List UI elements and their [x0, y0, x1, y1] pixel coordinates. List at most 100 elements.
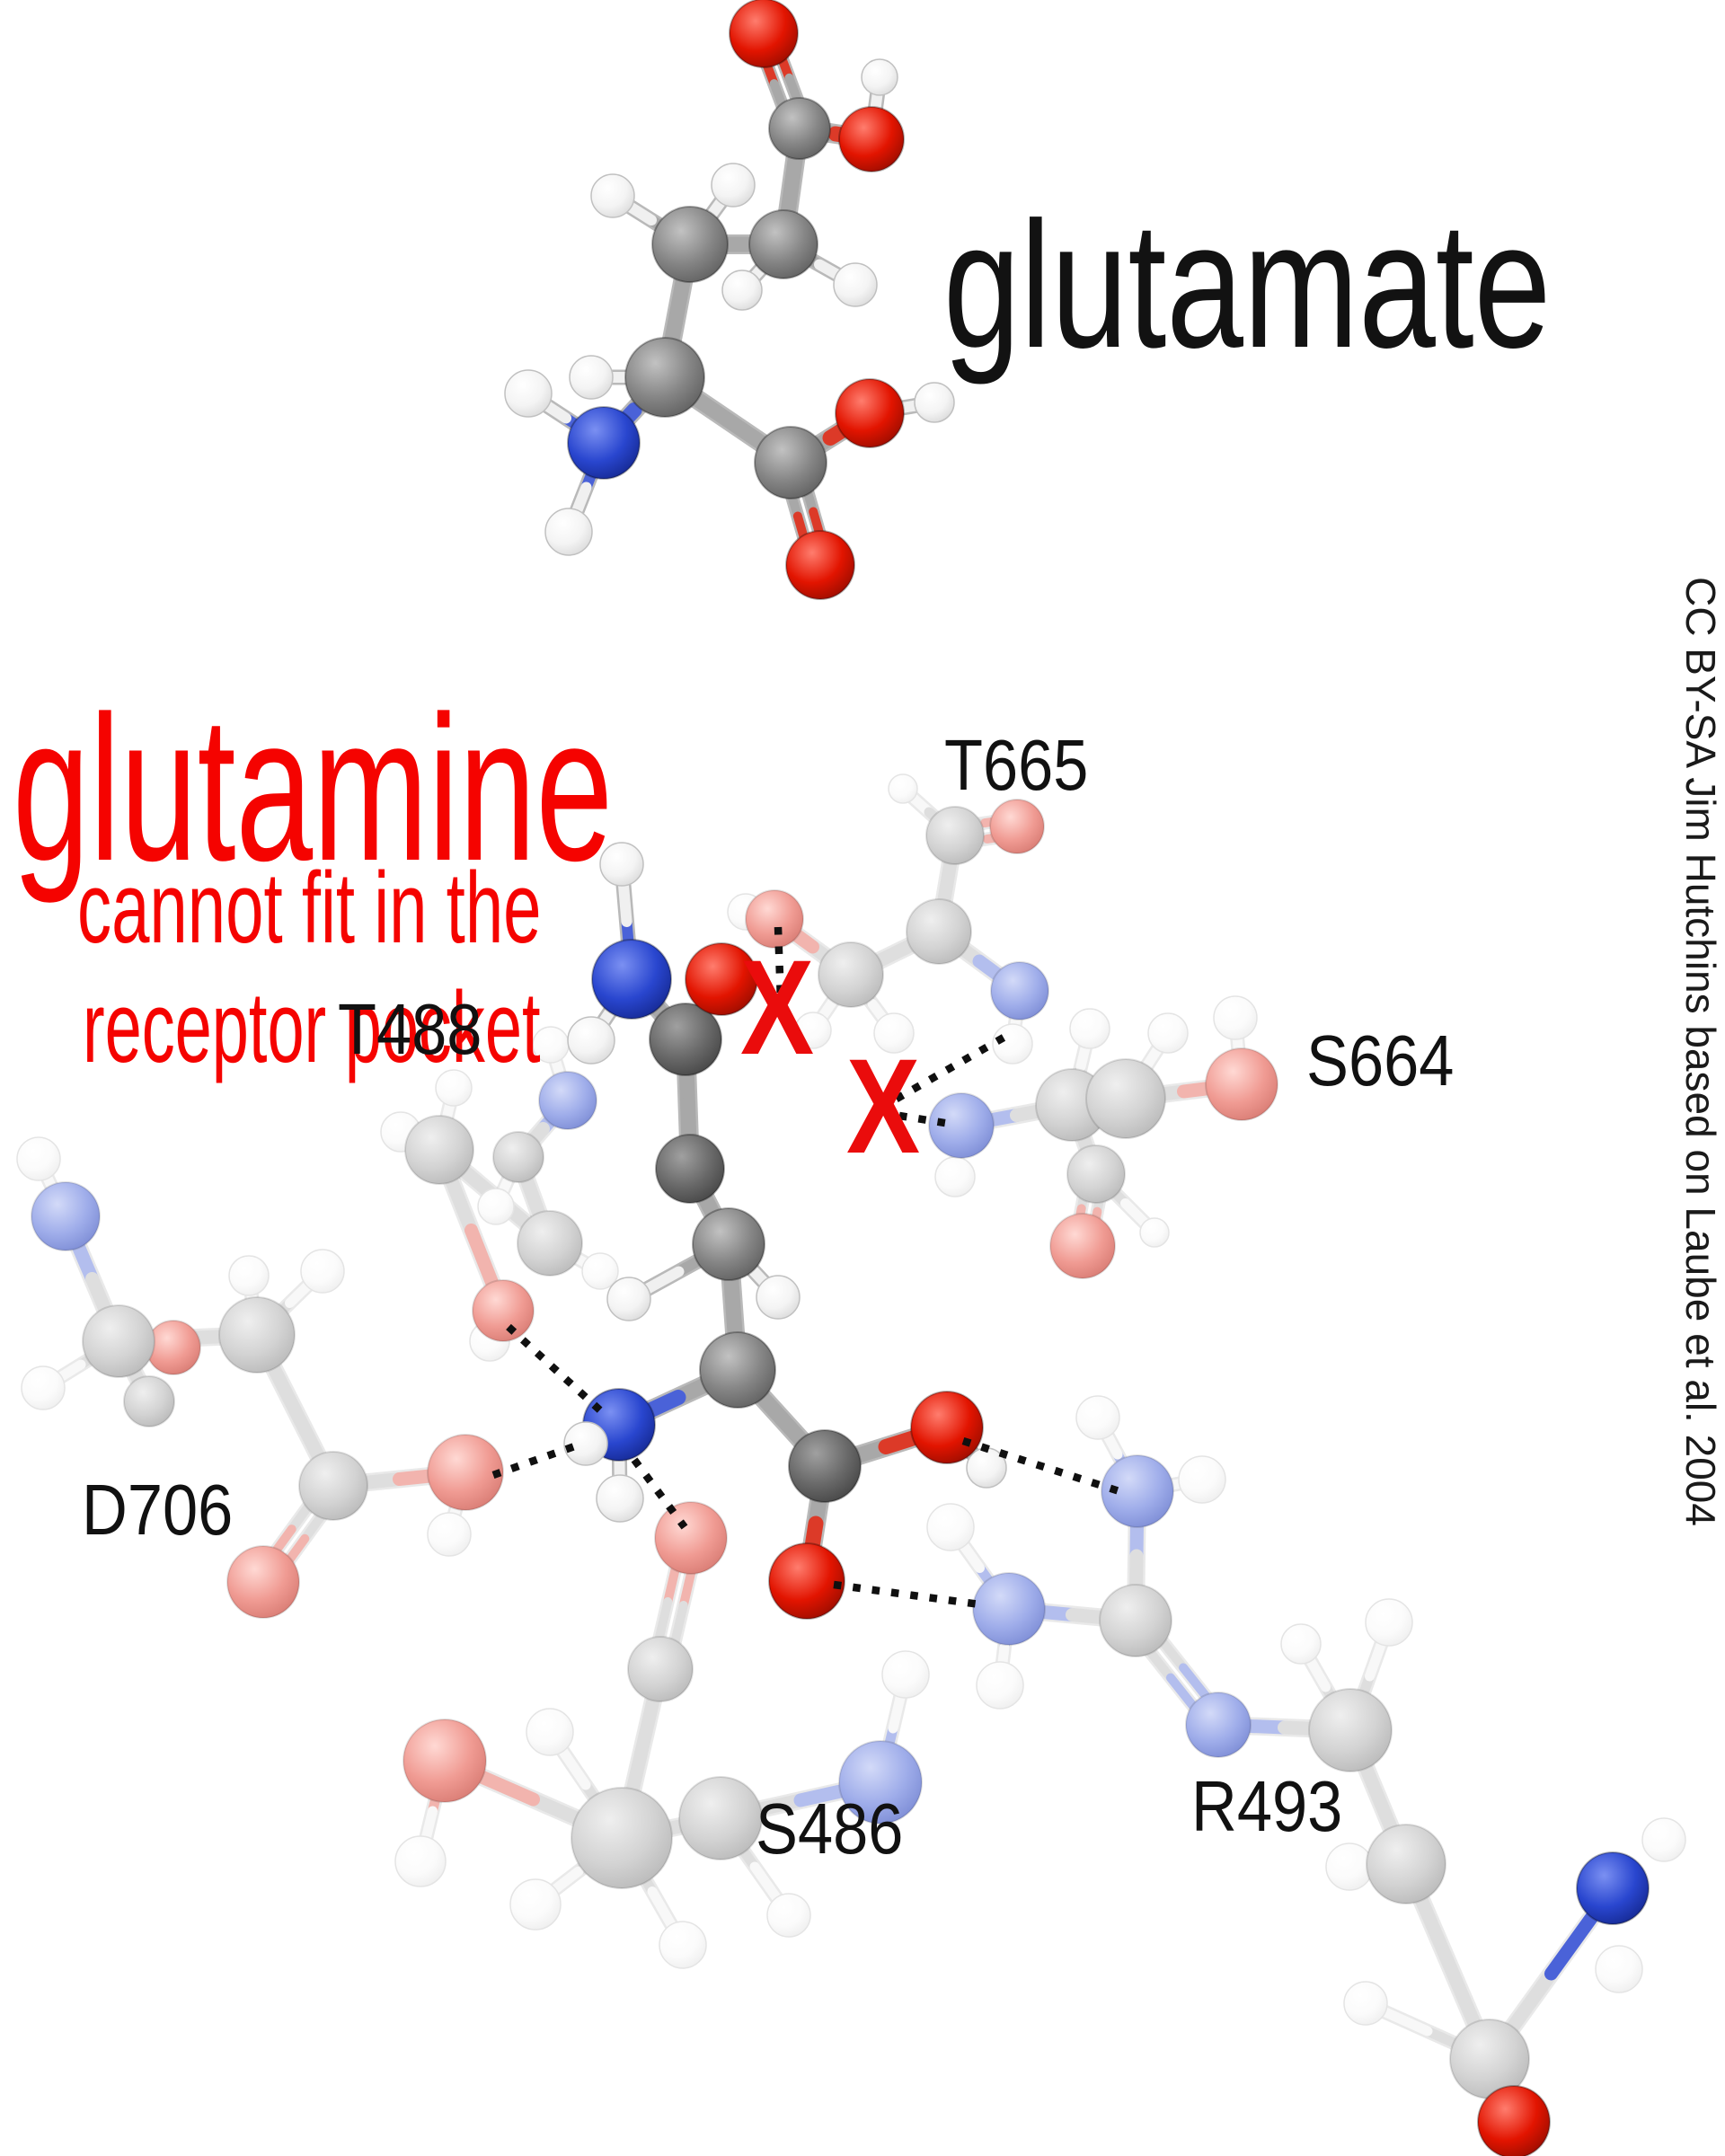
atom-H [394, 1835, 447, 1887]
atom-H [1147, 1012, 1189, 1054]
residue-R493-structure [926, 1395, 1686, 2156]
atom-H [1595, 1945, 1643, 1993]
residue-label-S664: S664 [1306, 1021, 1455, 1100]
hydrogen-bond-dotted-line [889, 1034, 1006, 1105]
blocked-bond-x-mark-1: X [740, 932, 815, 1082]
atom-H [567, 1016, 615, 1065]
attribution: CC BY-SA Jim Hutchins based on Laube et … [1677, 577, 1724, 1526]
atom-H [873, 1012, 915, 1054]
atom-O [402, 1719, 487, 1803]
atom-H [300, 1249, 345, 1294]
atom-H [976, 1661, 1024, 1710]
atom-H [228, 1255, 270, 1296]
hydrogen-bond-dotted-line [631, 1457, 688, 1530]
atom-H [1213, 995, 1258, 1040]
atom-C [627, 1636, 694, 1702]
glutamine-sub2: receptor pocket [83, 971, 541, 1083]
atom-H [888, 773, 918, 804]
atom-H [1075, 1395, 1120, 1440]
atom-C [624, 337, 705, 418]
atom-O [472, 1279, 535, 1342]
atom-O [910, 1391, 984, 1464]
atom-N [990, 961, 1049, 1021]
atom-C [768, 97, 831, 160]
residue-label-R493: R493 [1191, 1766, 1343, 1846]
atom-C [1366, 1824, 1446, 1904]
atom-N [1101, 1454, 1174, 1528]
glutamine-ligand-structure [563, 842, 1007, 1620]
atom-H [1280, 1623, 1322, 1665]
atom-O [427, 1434, 504, 1511]
atom-H [590, 173, 635, 218]
atom-H [427, 1512, 472, 1557]
residue-S664-structure [928, 995, 1278, 1279]
atom-H [606, 1277, 651, 1321]
atom-N [591, 939, 672, 1020]
atom-O [989, 799, 1045, 854]
glutamate-title: glutamate [943, 185, 1552, 385]
hydrogen-bond-dotted-line [774, 926, 785, 1002]
atom-C [82, 1304, 155, 1378]
atom-C [655, 1134, 725, 1204]
residue-S486-structure [394, 1501, 930, 1969]
atom-H [861, 58, 898, 96]
atom-C [571, 1787, 673, 1889]
atom-H [544, 508, 593, 556]
atom-H [992, 1023, 1033, 1065]
atom-C [788, 1429, 862, 1503]
atom-H [435, 1069, 473, 1107]
atom-N [1185, 1692, 1252, 1758]
hydrogen-bond-dotted-line [961, 1436, 1127, 1498]
atom-H [1069, 1008, 1110, 1049]
atom-C [517, 1210, 583, 1277]
atom-H [21, 1365, 66, 1410]
atom-C [1099, 1584, 1172, 1657]
blocked-bond-x-mark-2: X [846, 1030, 921, 1181]
atom-H [563, 1421, 608, 1466]
atom-H [794, 1012, 832, 1049]
atom-H [526, 1708, 574, 1756]
atom-C [748, 209, 818, 279]
residue-label-T488: T488 [338, 989, 482, 1069]
glutamine-sub1: cannot fit in the [77, 852, 542, 964]
atom-O [838, 106, 905, 172]
atom-C [925, 806, 985, 865]
residue-T488-structure [380, 1026, 619, 1362]
atom-N [972, 1572, 1046, 1646]
atom-H [16, 1136, 61, 1181]
atom-H [581, 1252, 619, 1290]
atom-C [298, 1451, 368, 1521]
atom-O [785, 530, 855, 600]
atom-N [567, 406, 641, 480]
atom-H [926, 1503, 975, 1551]
atom-H [711, 163, 756, 208]
atom-H [599, 842, 644, 887]
residue-T665-structure [727, 773, 1049, 1065]
atom-C [699, 1331, 776, 1409]
atom-O [1477, 2085, 1551, 2156]
atom-O [835, 378, 905, 448]
atom-C [1085, 1058, 1166, 1139]
atom-O [768, 1542, 845, 1620]
atom-O [729, 0, 799, 68]
atom-N [928, 1092, 995, 1159]
atom-C [404, 1115, 474, 1185]
atom-C [678, 1776, 763, 1860]
atom-C [218, 1296, 296, 1374]
atom-O [685, 942, 758, 1016]
residue-label-T665: T665 [944, 725, 1089, 805]
atom-H [766, 1893, 811, 1938]
hydrogen-bonds-layer [491, 926, 1127, 1610]
atom-O [226, 1545, 300, 1619]
atom-H [934, 1156, 976, 1197]
atom-H [477, 1188, 515, 1225]
glutamine-title: glutamine [13, 673, 614, 904]
atom-C [818, 941, 884, 1008]
residue-D706-structure [16, 1136, 504, 1619]
atom-C [649, 1003, 722, 1076]
atom-C [651, 206, 729, 283]
atom-H [833, 262, 878, 307]
atom-H [1343, 1981, 1388, 2026]
atom-N [538, 1071, 597, 1130]
